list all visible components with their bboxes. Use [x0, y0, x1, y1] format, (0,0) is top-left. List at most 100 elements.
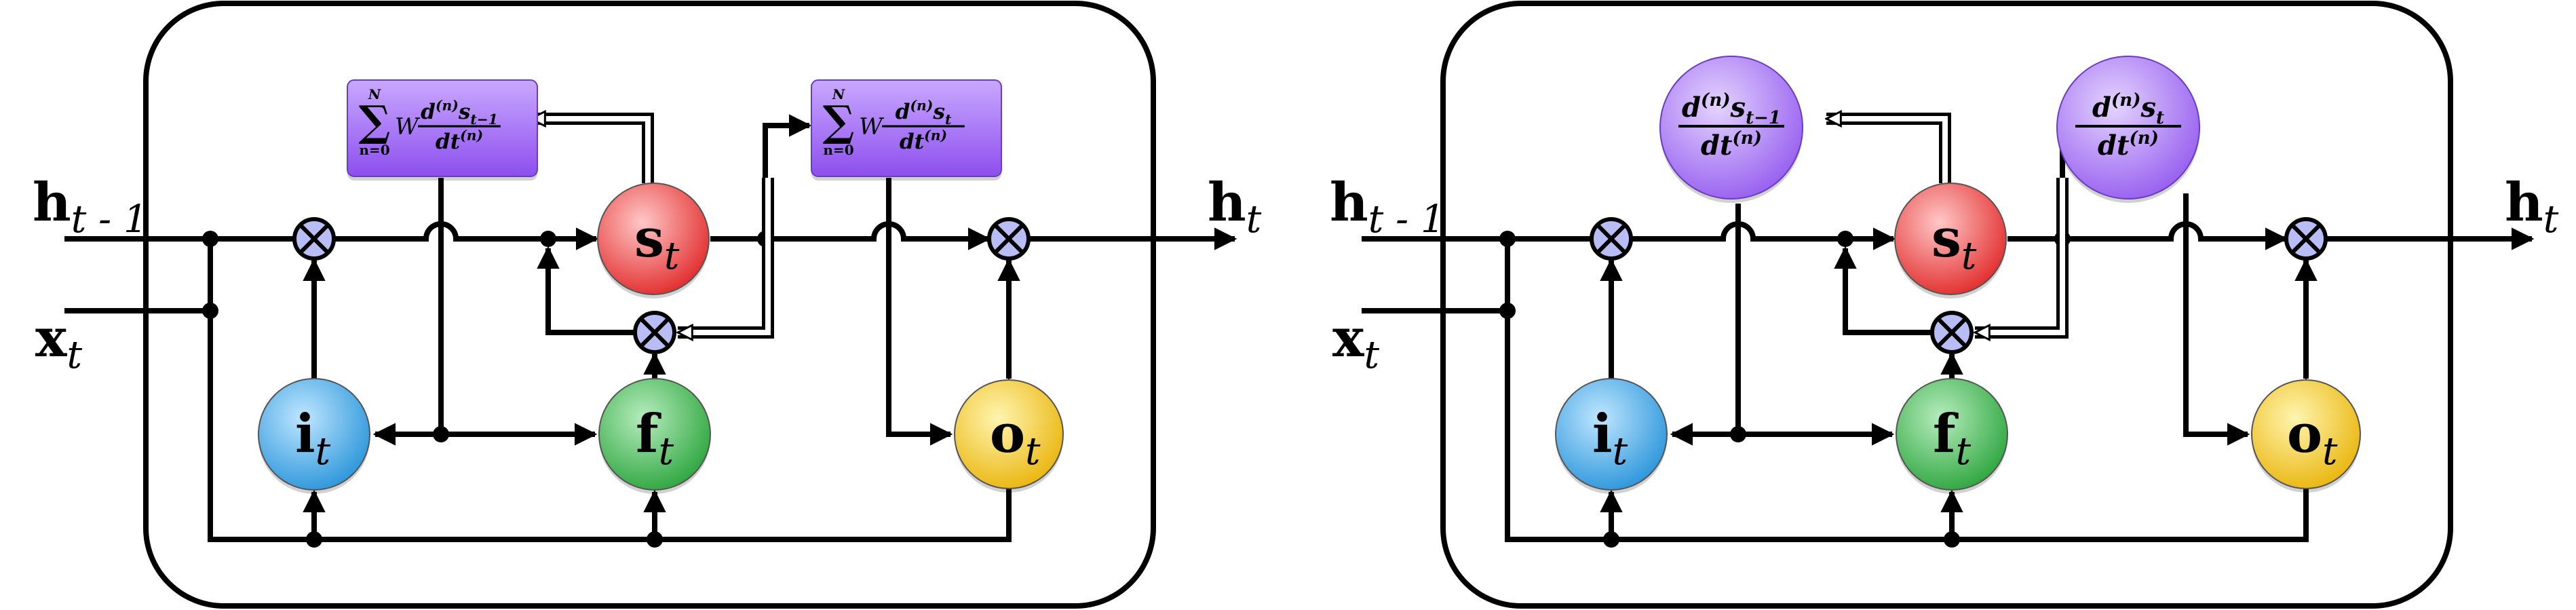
fraction-denominator: dt(n) — [436, 127, 483, 153]
state-s: st — [1894, 183, 2007, 299]
multiply-icon — [987, 217, 1031, 261]
junction-dot — [540, 231, 556, 247]
weight-symbol: W — [395, 113, 421, 140]
input-gate-i-circle — [258, 378, 370, 491]
output-gate-o: ot — [954, 379, 1064, 493]
input-gate-i: it — [1555, 378, 1668, 494]
junction-dot — [1499, 231, 1516, 247]
weight-symbol: W — [859, 113, 885, 140]
input-x-label-subscript: t — [1364, 333, 1380, 377]
state-output-line — [2007, 221, 2288, 250]
fraction-var: s — [458, 100, 471, 124]
multiply-cross — [1596, 224, 1626, 254]
fraction-d: d — [421, 100, 436, 124]
junction-dot — [433, 426, 449, 442]
input-h-prev-label-main: h — [1330, 172, 1368, 233]
output-gate-o-label: ot — [990, 403, 1041, 474]
fraction-var: s — [2140, 92, 2156, 123]
output-gate-o-circle — [954, 379, 1064, 489]
forget-gate-f: ft — [1896, 378, 2008, 494]
cell-boundary — [143, 1, 1156, 609]
summation-icon: ∑ — [359, 96, 391, 146]
hollow-arrow-fill — [531, 119, 651, 183]
recurrent-loop-line — [1834, 246, 1931, 335]
sum-lower-limit: n=0 — [359, 142, 389, 158]
input-h-prev-label: ht - 1 — [1330, 172, 1445, 242]
junction-dot — [1499, 303, 1516, 319]
input-h-prev-label-subscript: t - 1 — [71, 197, 148, 242]
input-x-label: xt — [1332, 307, 1380, 377]
right-operator-to-multiply-arrow — [1975, 178, 2069, 332]
hollow-arrow-fill — [1975, 178, 2065, 332]
output-gate-o: ot — [2251, 379, 2361, 493]
forget-gate-f-label-subscript: t — [659, 430, 674, 474]
fraction-dt: dt — [436, 130, 461, 154]
fractional-derivative-sum-left-box — [347, 79, 538, 177]
output-gate-o-label-main: o — [990, 403, 1025, 465]
input-gate-i-label: it — [1592, 403, 1628, 474]
input-gate-i-label-subscript: t — [315, 430, 331, 474]
fractional-derivative-sum-left: N∑n=0Wd(n)st−1dt(n) — [347, 79, 538, 180]
multiply-icon — [292, 217, 336, 261]
multiply-cross — [994, 224, 1024, 254]
junction-dot — [306, 531, 322, 548]
junction-dot — [1944, 531, 1960, 548]
multiply-cross — [1937, 318, 1967, 347]
fraction-den-order: (n) — [2129, 128, 2159, 149]
fraction-order: (n) — [2111, 90, 2141, 111]
fraction-denominator: dt(n) — [900, 127, 947, 153]
forget-gate-f-label: ft — [636, 403, 674, 474]
forget-gate-f-circle — [1896, 378, 2008, 491]
output-h-label: ht — [2505, 172, 2559, 242]
fraction-d: d — [896, 100, 910, 124]
hollow-arrow-outline — [1826, 113, 1951, 183]
forget-gate-f-label-main: f — [1933, 403, 1959, 465]
state-s-label-subscript: t — [1961, 234, 1977, 278]
output-gate-o-label-subscript: t — [1025, 430, 1041, 474]
summation-icon: ∑ — [823, 96, 855, 146]
fraction-den-order: (n) — [1732, 128, 1762, 149]
multiply-cross — [2291, 224, 2321, 254]
hollow-arrow-fill — [1826, 119, 1948, 183]
multiply-icon — [1590, 217, 1633, 261]
input-gate-i-circle — [1555, 378, 1668, 491]
fraction-order: (n) — [436, 98, 459, 114]
state-s-label-main: s — [634, 208, 664, 269]
output-h-label: ht — [1208, 172, 1262, 242]
input-gate-i-label-main: i — [295, 403, 315, 465]
cell-boundary — [1440, 1, 2453, 609]
fraction-denominator: dt(n) — [2098, 128, 2159, 161]
fraction-d: d — [1682, 92, 1701, 123]
fraction-var: s — [932, 100, 945, 124]
sum-lower-limit: n=0 — [823, 142, 853, 158]
input-h-prev-label: ht - 1 — [33, 172, 148, 242]
junction-dot — [202, 231, 218, 247]
gated-input-line — [1632, 221, 1896, 250]
fraction-var: s — [1730, 92, 1746, 123]
junction-dot — [647, 531, 663, 548]
input-x-label-main: x — [1332, 307, 1365, 369]
fraction-dt: dt — [1701, 130, 1733, 161]
state-s-label: st — [1931, 208, 1977, 278]
output-h-label-subscript: t — [1246, 197, 1262, 242]
input-x-label-subscript: t — [67, 333, 83, 377]
input-x-label: xt — [35, 307, 83, 377]
fraction-order: (n) — [910, 98, 933, 114]
state-s-label-subscript: t — [664, 234, 680, 278]
multiply-cross — [640, 318, 670, 347]
junction-dot — [1603, 531, 1619, 548]
operator-right-to-o-line — [886, 178, 953, 446]
input-x-label-main: x — [35, 307, 68, 369]
right-operator-to-multiply-arrow — [678, 178, 774, 332]
fraction-var-subscript: t — [2156, 108, 2164, 128]
multiply-icon — [633, 311, 676, 354]
input-gate-i-label-main: i — [1592, 403, 1613, 465]
input-gate-i: it — [258, 378, 370, 494]
multiply-icon — [1930, 311, 1974, 354]
input-h-prev-label-main: h — [33, 172, 71, 233]
state-s-circle — [1894, 183, 2007, 295]
fraction-den-order: (n) — [460, 127, 483, 143]
output-gate-o-label-subscript: t — [2322, 430, 2338, 474]
